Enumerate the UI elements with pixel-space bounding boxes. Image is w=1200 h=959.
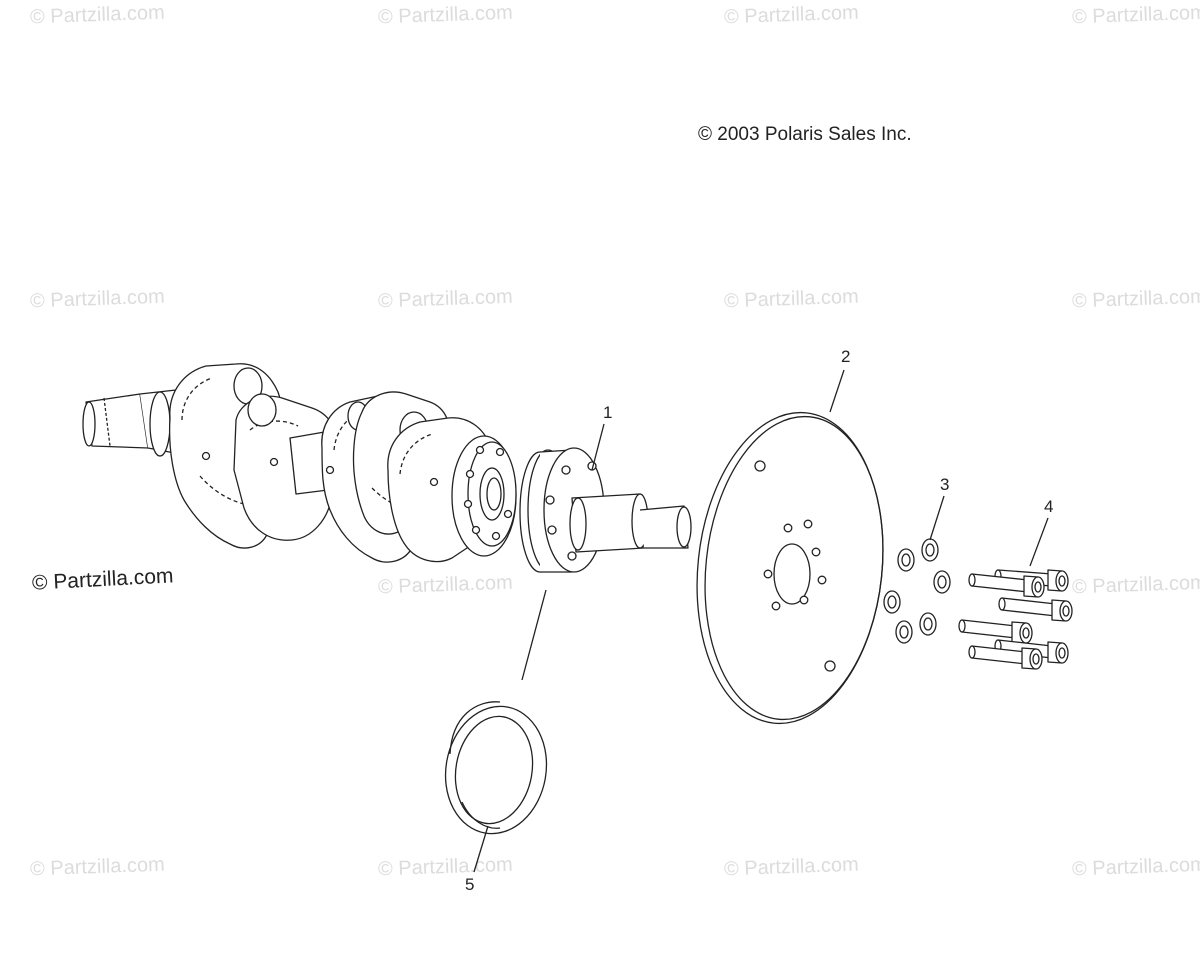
leader-line-2 — [829, 369, 845, 413]
part-5-seal-ring — [444, 701, 548, 835]
part-2-flex-plate — [696, 411, 884, 725]
leader-line-1 — [591, 423, 605, 471]
part-3-washers — [883, 538, 951, 644]
callout-4: 4 — [1044, 497, 1053, 516]
callout-2: 2 — [841, 347, 850, 366]
crankshaft — [82, 363, 517, 563]
leader-line-5a — [521, 589, 547, 681]
part-4-bolts — [958, 569, 1073, 670]
callout-1: 1 — [603, 403, 612, 422]
part-1-drive-hub — [519, 447, 692, 573]
callout-3: 3 — [940, 475, 949, 494]
leader-line-3 — [929, 495, 945, 541]
leader-line-4 — [1029, 517, 1049, 567]
copyright-notice: © 2003 Polaris Sales Inc. — [698, 124, 912, 145]
callout-5: 5 — [465, 875, 474, 894]
leader-line-5b — [473, 825, 489, 873]
